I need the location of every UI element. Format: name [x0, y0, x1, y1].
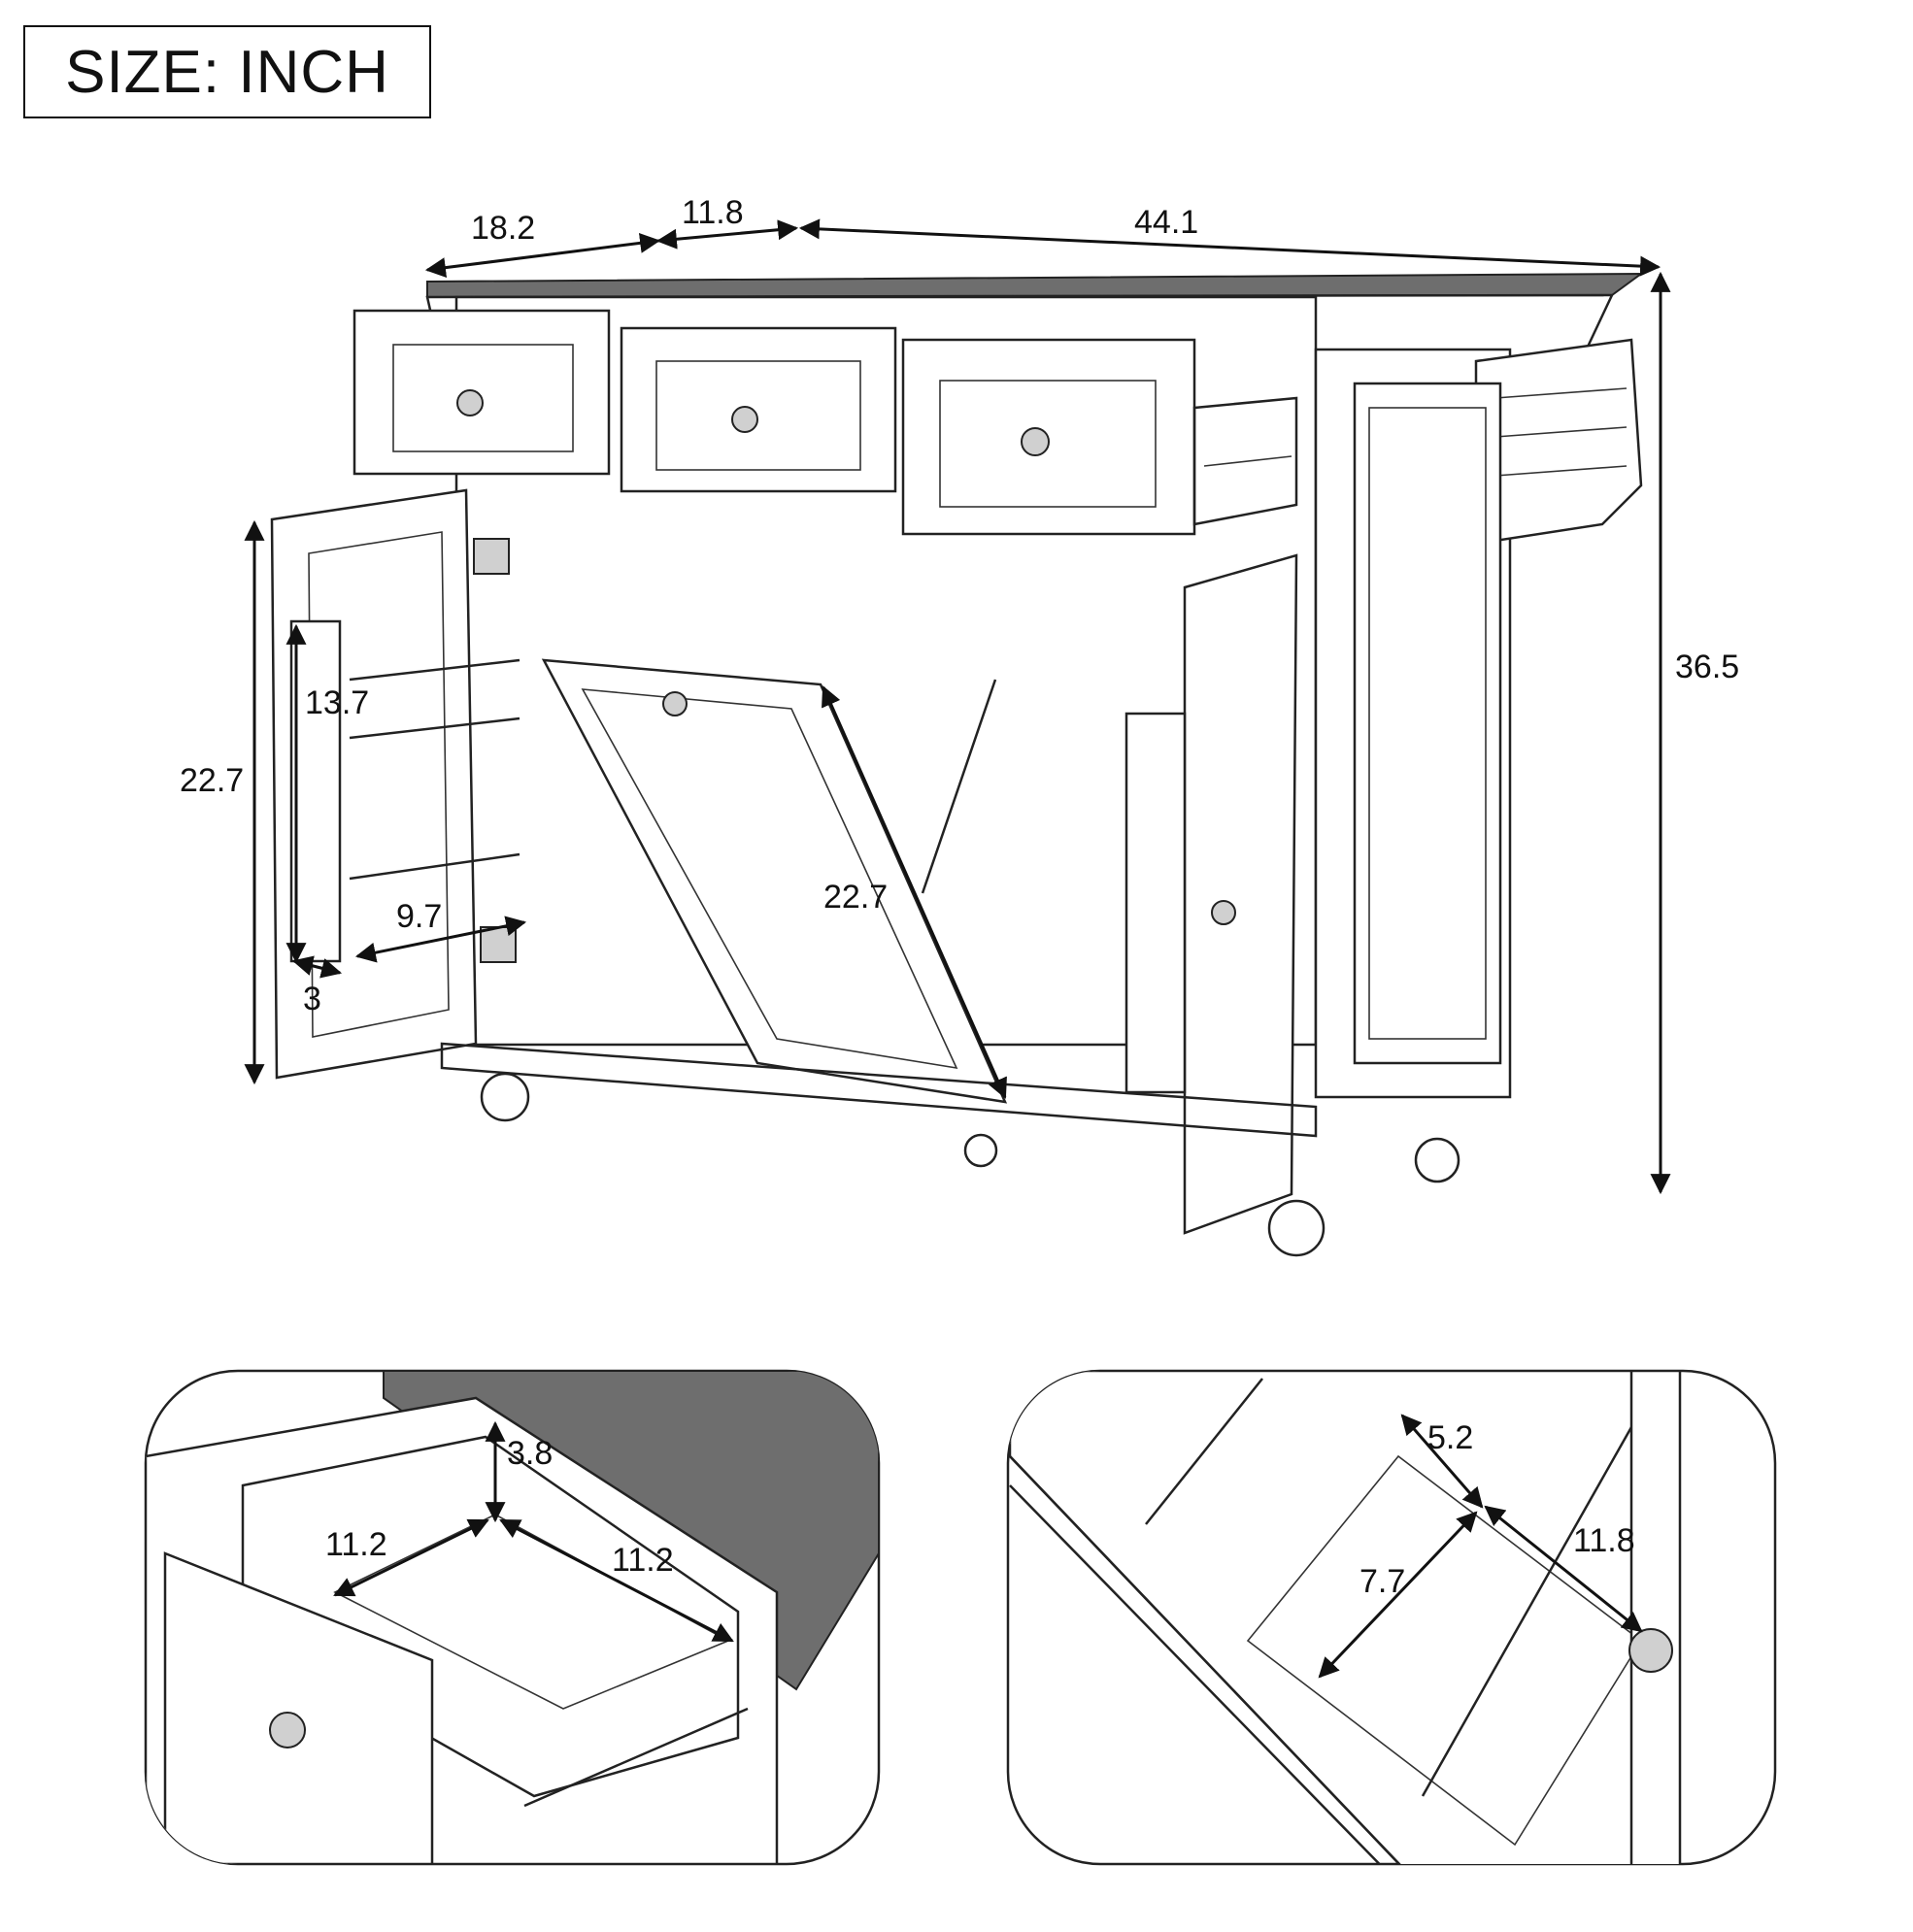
- detail-drawer: [144, 1369, 881, 1866]
- dimension-rack-width: 9.7: [396, 898, 443, 935]
- dimension-rack-height: 13.7: [305, 684, 370, 721]
- dimension-drop-leaf: 11.8: [682, 194, 744, 231]
- dimension-top-depth: 18.2: [471, 210, 536, 247]
- dimension-bin-height: 7.7: [1359, 1563, 1406, 1600]
- dimension-overall-height: 36.5: [1675, 649, 1740, 685]
- dimension-bin-width: 11.8: [1573, 1522, 1635, 1559]
- kitchen-cart-illustration: [270, 272, 1645, 1257]
- dimension-drawer-height: 3.8: [507, 1435, 554, 1472]
- detail-trash-bin: [1006, 1369, 1777, 1866]
- dimension-bin-top-depth: 5.2: [1427, 1419, 1474, 1456]
- dimension-drawer-depth: 11.2: [612, 1542, 674, 1579]
- dimension-rack-depth: 3: [303, 981, 321, 1017]
- dimension-trash-door-diagonal: 22.7: [823, 879, 889, 916]
- size-unit-title-box: SIZE: INCH: [23, 25, 431, 118]
- size-unit-title: SIZE: INCH: [65, 38, 389, 106]
- dimension-drawer-width: 11.2: [325, 1526, 387, 1563]
- dimension-top-width: 44.1: [1134, 204, 1199, 241]
- dimension-door-height: 22.7: [180, 762, 245, 799]
- main-dimension-arrows: [244, 218, 1671, 1195]
